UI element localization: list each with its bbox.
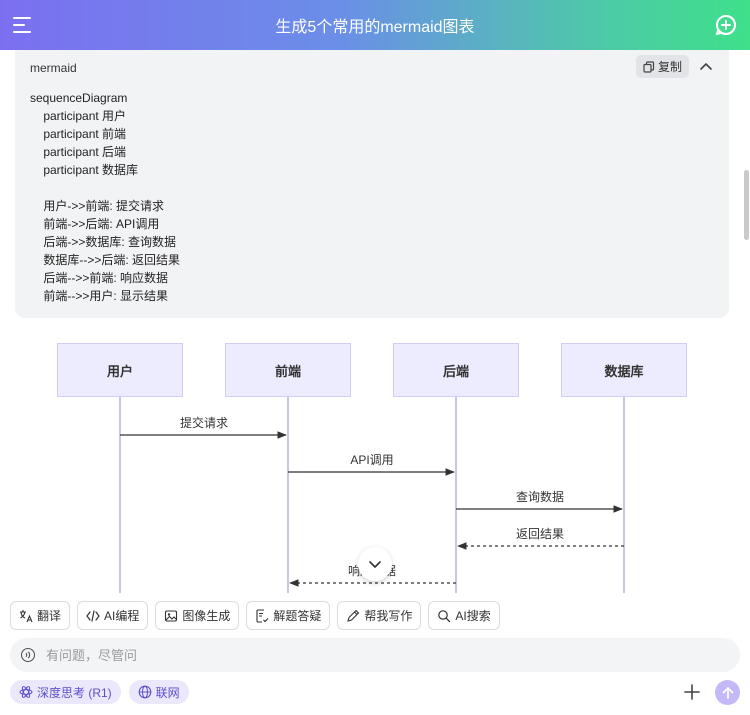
deep-think-label: 深度思考 (R1) — [37, 685, 112, 700]
deep-think-toggle[interactable]: 深度思考 (R1) — [10, 680, 121, 704]
menu-icon[interactable] — [12, 14, 34, 36]
mode-toggles: 深度思考 (R1) 联网 — [10, 680, 189, 704]
atom-icon — [19, 686, 33, 698]
arrow-up-icon — [722, 686, 733, 699]
solve-label: 解题答疑 — [273, 609, 322, 623]
code-line: participant 前端 — [30, 127, 127, 141]
message-label: 提交请求 — [179, 416, 228, 430]
translate-label: 翻译 — [37, 609, 62, 623]
plus-icon[interactable] — [683, 683, 701, 701]
web-search-toggle[interactable]: 联网 — [128, 680, 189, 704]
code-line: participant 后端 — [30, 145, 127, 159]
feature-toolbar: 翻译 AI编程 图像生成 解题答疑 帮我写作 — [10, 601, 500, 630]
code-line: participant 数据库 — [30, 163, 139, 177]
chevron-up-icon[interactable] — [697, 58, 715, 76]
translate-button[interactable]: 翻译 — [10, 601, 71, 630]
code-line — [30, 179, 180, 197]
code-text: sequenceDiagram participant 用户 participa… — [30, 89, 180, 305]
ai-search-label: AI搜索 — [455, 609, 491, 623]
web-label: 联网 — [155, 685, 180, 700]
globe-icon — [138, 685, 152, 699]
copy-button[interactable]: 复制 — [636, 55, 689, 78]
code-line: participant 用户 — [30, 109, 127, 123]
scroll-down-button[interactable] — [358, 547, 392, 581]
translate-icon — [20, 609, 33, 622]
copy-label: 复制 — [657, 60, 682, 74]
page-title: 生成5个常用的mermaid图表 — [275, 19, 475, 36]
ai-code-label: AI编程 — [104, 609, 140, 623]
code-line: 用户->>前端: 提交请求 — [30, 199, 165, 213]
chevron-down-icon — [369, 561, 381, 568]
write-button[interactable]: 帮我写作 — [337, 601, 422, 630]
ai-search-button[interactable]: AI搜索 — [428, 601, 500, 630]
code-icon — [86, 609, 100, 622]
write-label: 帮我写作 — [364, 609, 413, 623]
code-line: 前端-->>用户: 显示结果 — [30, 289, 169, 303]
chat-content[interactable]: mermaid 复制 sequenceDiagram participant 用… — [0, 50, 750, 593]
header-bar: 生成5个常用的mermaid图表 — [0, 0, 750, 50]
message-label: 返回结果 — [515, 527, 564, 541]
actor-box: 后端 — [393, 343, 519, 397]
image-gen-label: 图像生成 — [182, 609, 231, 623]
code-line: sequenceDiagram — [30, 91, 128, 105]
message-label: API调用 — [350, 453, 394, 467]
actor-box: 用户 — [57, 343, 183, 397]
search-icon — [438, 609, 451, 622]
code-line: 数据库-->>后端: 返回结果 — [30, 253, 181, 267]
actor-box: 前端 — [225, 343, 351, 397]
message-input-box[interactable] — [10, 638, 740, 672]
code-line: 前端->>后端: API调用 — [30, 217, 160, 231]
voice-icon[interactable] — [20, 647, 36, 663]
sequence-diagram: 用户前端后端数据库提交请求API调用查询数据返回结果响应数据 — [0, 340, 750, 593]
message-label: 查询数据 — [515, 490, 564, 504]
image-icon — [165, 609, 178, 622]
image-gen-button[interactable]: 图像生成 — [155, 601, 240, 630]
solve-button[interactable]: 解题答疑 — [246, 601, 331, 630]
pen-icon — [347, 609, 360, 622]
diagram-lines — [119, 397, 625, 593]
code-block: mermaid 复制 sequenceDiagram participant 用… — [15, 50, 729, 318]
code-line: 后端->>数据库: 查询数据 — [30, 235, 177, 249]
code-line: 后端-->>前端: 响应数据 — [30, 271, 169, 285]
actor-box: 数据库 — [561, 343, 687, 397]
send-button[interactable] — [715, 680, 740, 705]
code-language-label: mermaid — [30, 61, 77, 75]
copy-icon — [643, 60, 655, 73]
scrollbar[interactable] — [744, 170, 749, 240]
new-chat-icon[interactable] — [714, 13, 738, 37]
ai-code-button[interactable]: AI编程 — [77, 601, 149, 630]
document-check-icon — [256, 608, 269, 623]
message-input[interactable] — [44, 646, 698, 664]
